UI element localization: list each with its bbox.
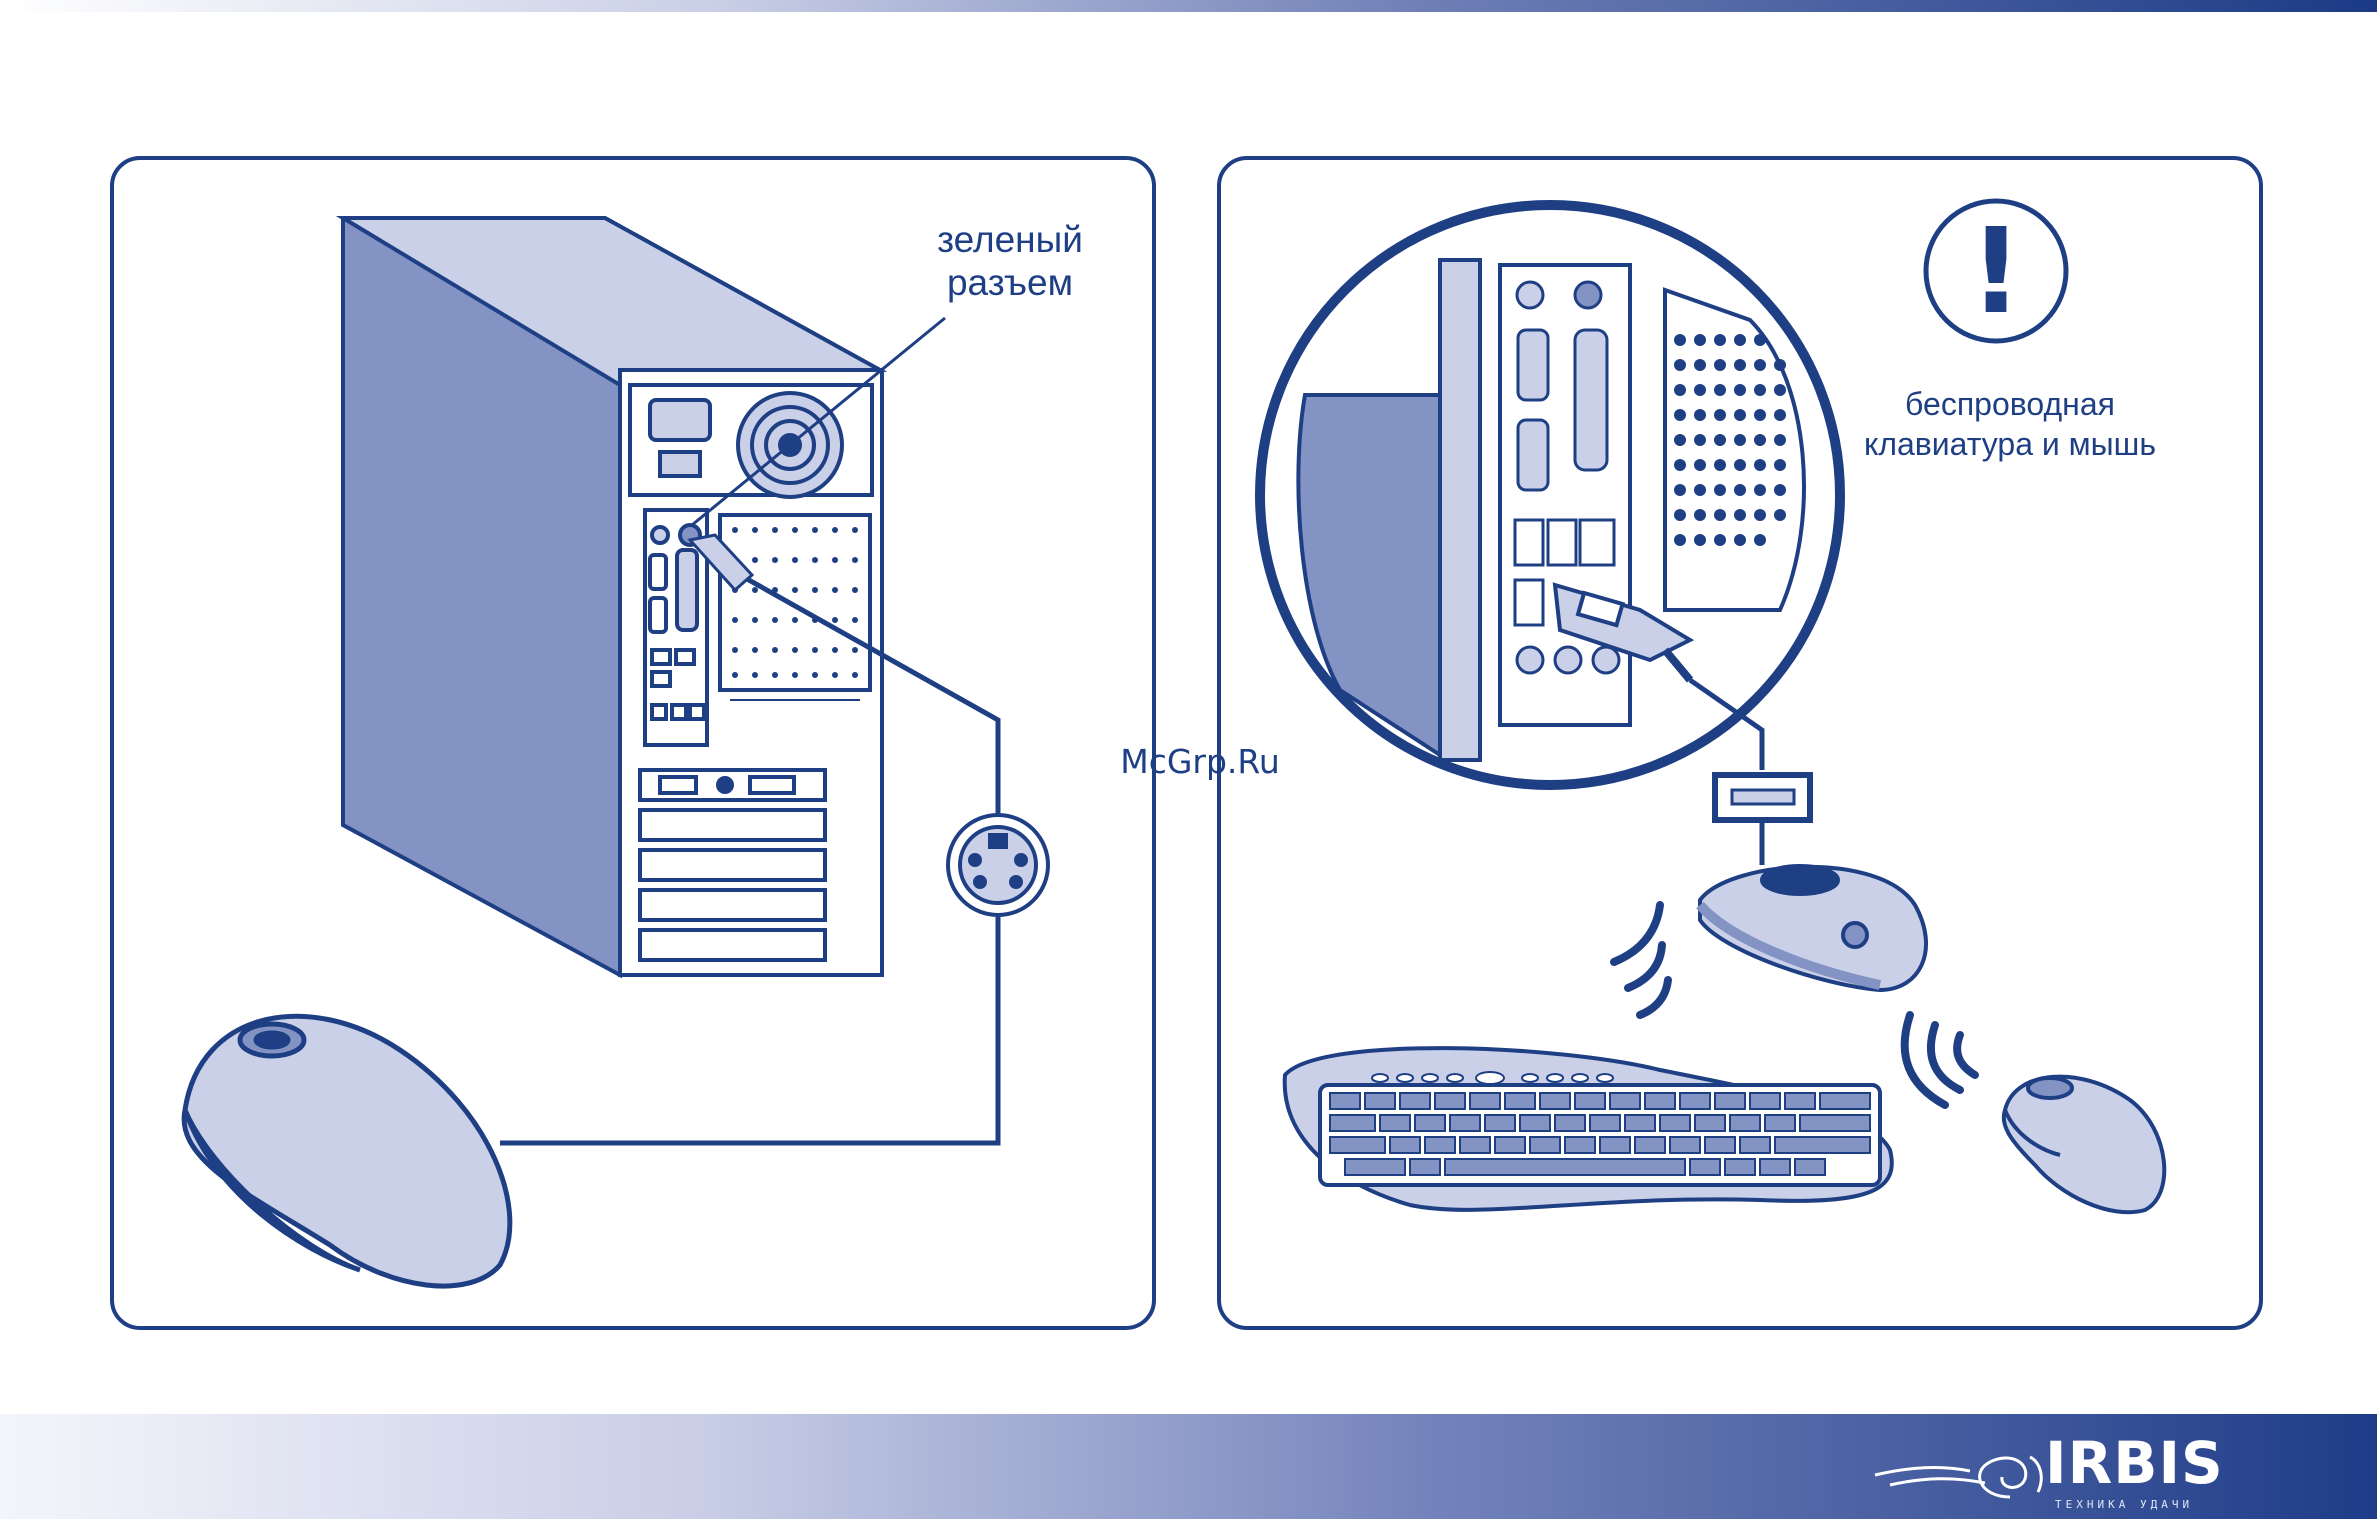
watermark-text: McGrp.Ru	[1090, 742, 1310, 781]
logo-swirl-icon	[1870, 1437, 2050, 1507]
wireless-illustration	[0, 0, 2377, 1340]
wireless-set-label: беспроводная клавиатура и мышь	[1830, 384, 2190, 464]
wireless-set-label-line2: клавиатура и мышь	[1830, 424, 2190, 464]
usb-receiver-icon	[1715, 775, 1810, 820]
wireless-mouse-icon	[2004, 1077, 2165, 1213]
keyboard-icon	[1285, 1048, 1892, 1210]
warning-symbol: !	[1946, 206, 2046, 336]
magnified-rear-panel	[1260, 205, 1840, 785]
brand-name: IRBIS	[2045, 1429, 2224, 1497]
wireless-receiver	[1700, 866, 1926, 990]
wireless-set-label-line1: беспроводная	[1830, 384, 2190, 424]
irbis-logo-icon: IRBIS ТЕХНИКА УДАЧИ	[1860, 1425, 2290, 1511]
brand-tagline: ТЕХНИКА УДАЧИ	[2055, 1498, 2193, 1511]
